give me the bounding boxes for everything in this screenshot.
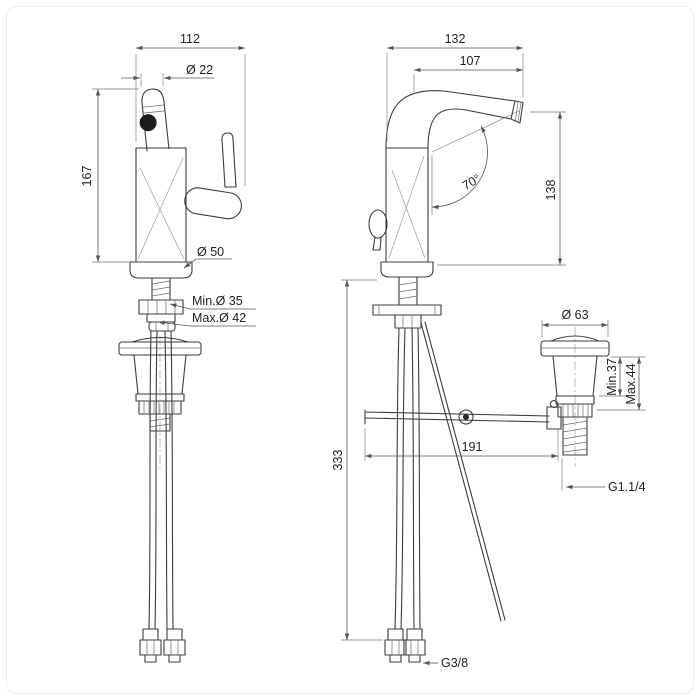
dim-spout-angle: 70°	[431, 110, 520, 215]
faucet-body-front	[385, 147, 429, 263]
faucet-base-side	[129, 261, 193, 279]
handle-front	[368, 209, 388, 251]
dim-hole-min: Min.Ø 35	[169, 294, 256, 310]
drain-assembly-front	[540, 327, 610, 467]
dim-label-overall-width: 132	[445, 32, 466, 46]
popup-rod	[420, 321, 506, 622]
dim-overall-width: 132	[386, 32, 524, 142]
dim-drain-thread: G1.1/4	[561, 458, 646, 494]
dim-spout-reach: 107	[413, 54, 523, 92]
dim-label-height-to-spout: 167	[80, 166, 94, 187]
front-view-dimensions: 132 107 70° 138 Ø 63	[331, 32, 646, 670]
faucet-base-front	[380, 261, 434, 278]
supply-hoses-side	[139, 330, 186, 663]
dim-label-spout-angle: 70°	[460, 171, 483, 193]
dim-label-overall-depth: 112	[180, 32, 200, 46]
dim-rod-offset: 191	[364, 428, 559, 461]
dim-overall-depth: 112	[135, 32, 246, 186]
aerator-knob	[139, 114, 157, 132]
dim-spout-diameter: Ø 22	[121, 63, 214, 87]
spout-side	[139, 88, 170, 152]
dim-label-drain-thread: G1.1/4	[608, 480, 646, 494]
dim-deck-thickness: Min.37 Max.44	[597, 356, 646, 411]
hose-fitting	[139, 628, 162, 663]
supply-hoses-front	[384, 327, 426, 663]
dim-label-drain-flange-diameter: Ø 63	[561, 308, 588, 322]
dim-label-base-diameter: Ø 50	[197, 245, 224, 259]
handle-side	[184, 132, 242, 220]
dim-height-to-spout: 167	[80, 88, 139, 263]
dim-label-supply-thread: G3/8	[441, 656, 468, 670]
faucet-body-side	[135, 147, 187, 263]
dim-label-deck-min: Min.37	[605, 358, 619, 396]
horizontal-lift-rod	[364, 399, 562, 430]
dim-base-diameter: Ø 50	[183, 245, 232, 269]
spout-front	[385, 90, 524, 149]
dim-label-hose-length: 333	[331, 450, 345, 471]
dim-supply-thread: G3/8	[423, 656, 468, 670]
dim-label-deck-max: Max.44	[624, 363, 638, 404]
dim-drain-flange-diameter: Ø 63	[541, 308, 609, 337]
drain-assembly-side	[118, 336, 202, 470]
mounting-shank-front	[372, 276, 442, 329]
mounting-shank-side	[138, 277, 184, 332]
dim-hose-length: 333	[331, 279, 383, 641]
side-view	[118, 88, 242, 663]
front-view	[364, 90, 610, 663]
dim-label-hole-max: Max.Ø 42	[192, 311, 246, 325]
dim-spout-height: 138	[437, 111, 566, 266]
dim-label-spout-reach: 107	[460, 54, 481, 68]
dim-label-rod-offset: 191	[462, 440, 483, 454]
hose-fitting	[403, 628, 426, 663]
dim-label-spout-height: 138	[544, 180, 558, 201]
rod-pivot-ball	[458, 409, 474, 425]
dim-hole-max: Max.Ø 42	[157, 311, 256, 327]
side-view-dimensions: 112 Ø 22 167 Ø 50 Min.Ø 35	[80, 32, 256, 327]
dim-label-spout-diameter: Ø 22	[186, 63, 213, 77]
hose-fitting	[163, 628, 186, 663]
dim-label-hole-min: Min.Ø 35	[192, 294, 243, 308]
hose-fitting	[384, 628, 407, 663]
